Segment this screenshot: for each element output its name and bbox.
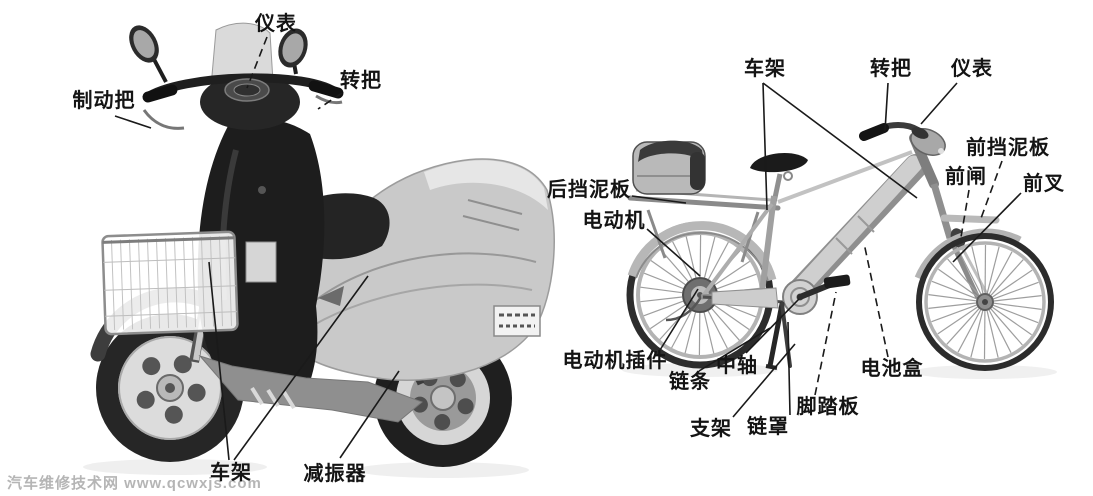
right-label-chain: 链条 [669,371,711,393]
right-label-kickstand: 支架 [690,418,732,440]
right-label-front-fork: 前叉 [1023,173,1065,195]
right-label-motor: 电动机 [582,210,646,232]
leader-line-rear-fender [631,195,687,204]
left-label-brake-lever: 制动把 [72,90,136,112]
leader-line-pedal [814,291,837,396]
leader-line-brake-lever [114,115,152,129]
leader-line-front-fork [952,192,1022,263]
right-label-rear-fender: 后挡泥板 [547,179,631,201]
front-wheel-spokes [928,244,1042,360]
right-label-front-brake: 前闸 [945,166,987,188]
right-label-pedal: 脚踏板 [796,396,860,418]
right-label-frame: 车架 [744,58,786,80]
left-label-throttle-grip: 转把 [340,70,382,92]
leader-line-chain [698,327,771,372]
leader-line-throttle-grip [317,92,343,110]
leader-line-shock-absorber [339,370,400,459]
leader-line-frame [208,261,230,461]
leader-line-frame [762,82,918,199]
left-label-shock-absorber: 减振器 [303,463,367,485]
leader-line-frame [762,82,768,211]
leader-line-instrument-panel [920,82,958,125]
watermark-text: 汽车维修技术网 www.qcwxjs.com [7,475,262,492]
leader-line-frame [233,275,369,461]
left-label-instrument-panel: 仪表 [255,13,297,35]
right-label-instrument-panel: 仪表 [951,58,993,80]
leader-lines-layer [114,36,1022,461]
right-label-bottom-bracket: 中轴 [716,355,758,377]
right-label-front-fender: 前挡泥板 [966,137,1050,159]
leader-line-motor-connector [659,288,699,351]
leader-line-bottom-bracket [745,298,800,354]
leader-line-battery-box [863,242,889,358]
leader-line-instrument-panel [246,36,268,89]
leader-line-front-brake [960,189,970,238]
right-label-battery-box: 电池盒 [860,358,924,380]
right-label-throttle-grip: 转把 [870,58,912,80]
right-label-chain-cover: 链罩 [747,416,789,438]
bicycle-illustration [622,122,1057,379]
scooter-illustration [83,22,555,478]
leader-line-motor [646,228,701,277]
leader-line-throttle-grip [884,82,889,132]
leader-line-front-fender [979,160,1003,222]
right-label-motor-connector: 电动机插件 [562,350,668,372]
leader-line-chain-cover [787,321,791,416]
left-label-frame: 车架 [210,462,252,484]
leader-line-kickstand [732,343,796,418]
